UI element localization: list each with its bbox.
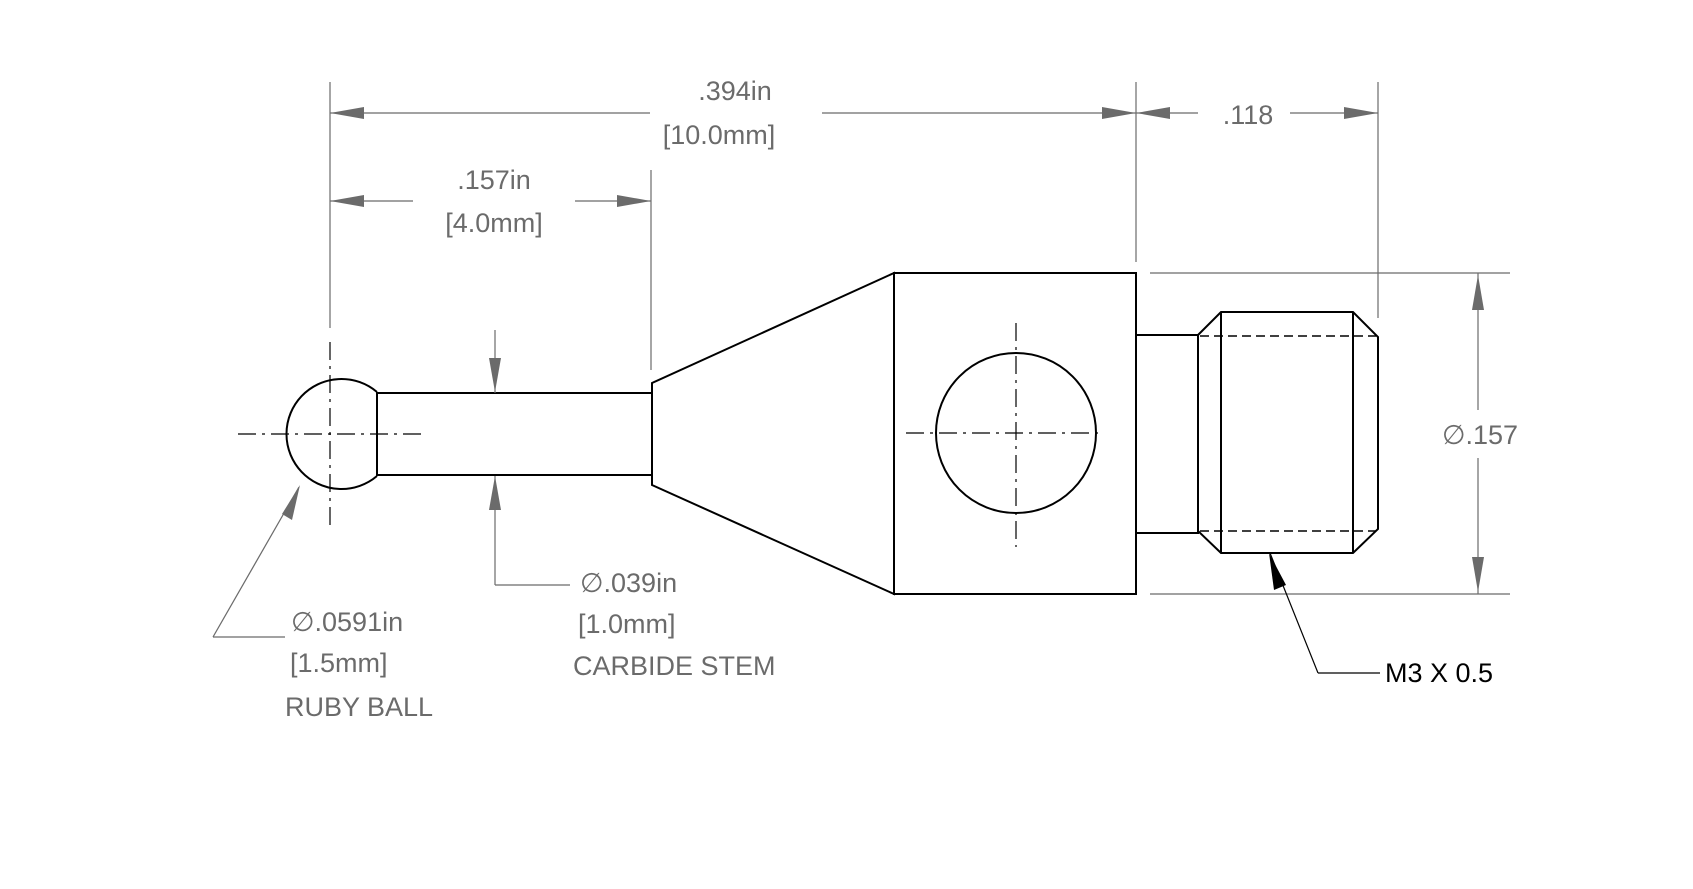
taper-cone — [651, 271, 895, 596]
stylus-geometry — [285, 271, 1379, 596]
center-lines — [238, 323, 1100, 547]
thread-neck — [1135, 334, 1199, 534]
stem-material-label: CARBIDE STEM — [573, 651, 776, 681]
callout-thread-spec: M3 X 0.5 — [1269, 552, 1493, 688]
dim-overall-mm: [10.0mm] — [663, 120, 776, 150]
arrowhead-ball-taper-left — [330, 195, 364, 207]
dim-overall-inches: .394in — [698, 76, 772, 106]
arrowhead-diameter-top — [1472, 275, 1484, 310]
dimension-thread-diameter: ∅.157 — [1442, 273, 1518, 594]
arrowhead-thread-leader — [1269, 553, 1286, 590]
stem-diameter-mm: [1.0mm] — [578, 609, 676, 639]
arrowhead-stem-top — [489, 358, 501, 392]
arrowhead-thread-left — [1136, 107, 1170, 119]
dimension-thread-length: .118 — [1136, 100, 1378, 130]
dim-ball-taper-inches: .157in — [457, 165, 531, 195]
ball-diameter-inches: ∅.0591in — [291, 607, 403, 637]
ball-material-label: RUBY BALL — [285, 692, 433, 722]
arrowhead-thread-right — [1344, 107, 1378, 119]
stem-diameter-inches: ∅.039in — [580, 568, 677, 598]
threaded-section — [1197, 311, 1379, 554]
arrowhead-ball-taper-right — [617, 195, 651, 207]
dim-thread-length: .118 — [1223, 100, 1274, 130]
arrowhead-ball-leader — [282, 485, 300, 520]
dim-ball-taper-mm: [4.0mm] — [445, 208, 543, 238]
dim-thread-diameter: ∅.157 — [1442, 420, 1518, 450]
thread-spec-label: M3 X 0.5 — [1385, 658, 1493, 688]
dimension-overall-length: .394in [10.0mm] — [330, 76, 1136, 150]
callout-ruby-ball: ∅.0591in [1.5mm] RUBY BALL — [212, 485, 433, 722]
arrowhead-overall-left — [330, 107, 364, 119]
ball-diameter-mm: [1.5mm] — [290, 648, 388, 678]
dimension-ball-to-taper: .157in [4.0mm] — [330, 165, 651, 238]
callout-carbide-stem: ∅.039in [1.0mm] CARBIDE STEM — [489, 330, 776, 681]
arrowhead-overall-right — [1102, 107, 1136, 119]
arrowhead-stem-bottom — [489, 476, 501, 510]
arrowhead-diameter-bottom — [1472, 557, 1484, 592]
extension-lines — [329, 82, 1510, 595]
